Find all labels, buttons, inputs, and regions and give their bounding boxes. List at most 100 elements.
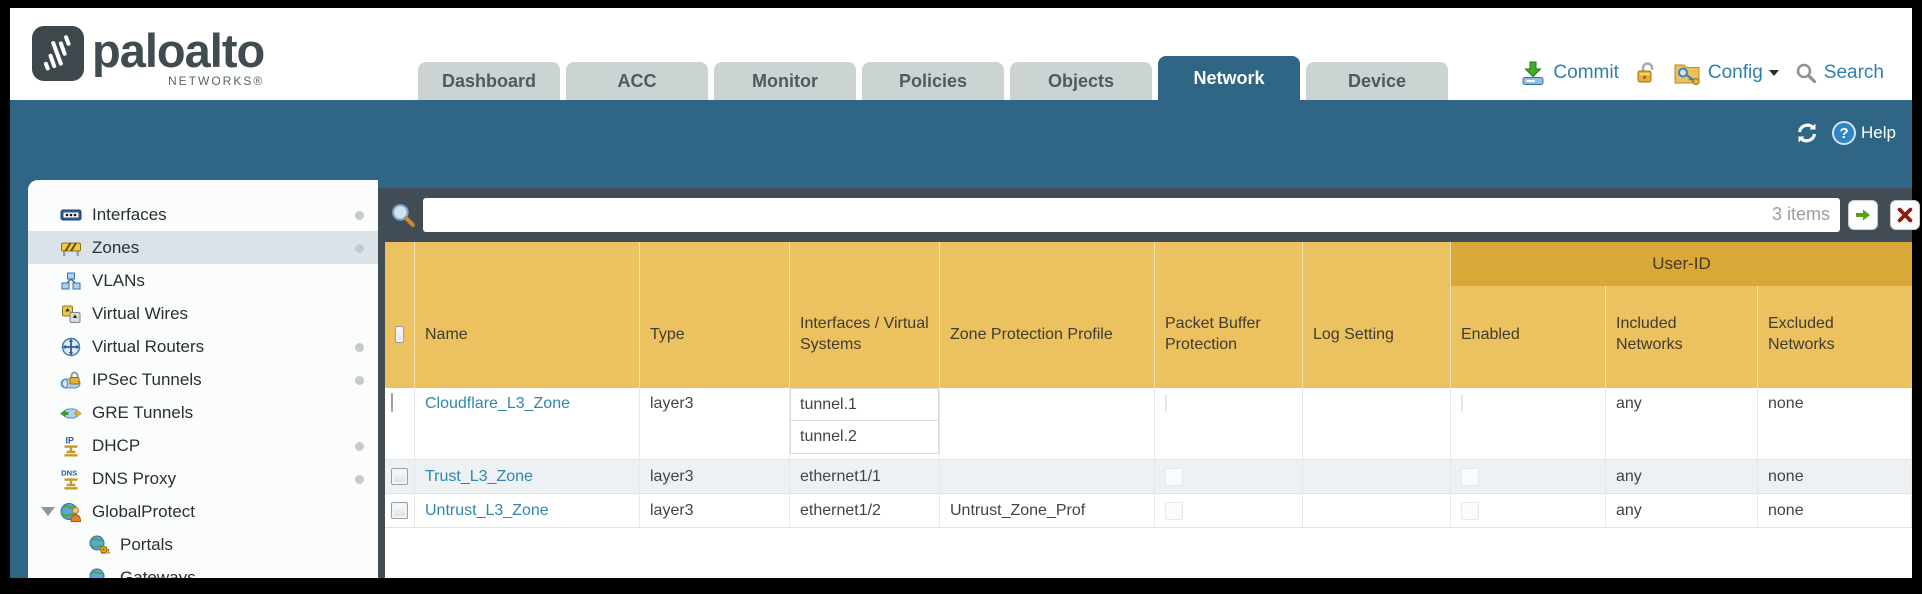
select-all-checkbox[interactable]	[395, 325, 404, 343]
expand-arrow-icon[interactable]	[38, 507, 58, 516]
filter-input[interactable]	[423, 198, 1840, 232]
tab-monitor[interactable]: Monitor	[714, 62, 856, 100]
sidebar-item-label: DHCP	[92, 435, 141, 455]
row-checkbox[interactable]	[391, 502, 408, 519]
column-header-interfaces[interactable]: Interfaces / Virtual Systems	[790, 242, 940, 388]
table-row: Untrust_L3_Zone layer3 ethernet1/2 Untru…	[385, 494, 1912, 528]
packet-buffer-checkbox[interactable]	[1165, 501, 1183, 520]
config-menu-button[interactable]: Config	[1707, 62, 1763, 83]
column-header-excluded-networks[interactable]: Excluded Networks	[1768, 315, 1835, 353]
content-left-divider	[378, 188, 385, 578]
tab-dashboard[interactable]: Dashboard	[418, 62, 560, 100]
excluded-networks: none	[1758, 460, 1912, 493]
zone-interfaces: ethernet1/2	[790, 494, 940, 527]
zone-name-link[interactable]: Trust_L3_Zone	[425, 467, 533, 485]
interface-item: tunnel.1	[790, 388, 939, 421]
search-icon	[1796, 63, 1816, 84]
brand-name: paloalto	[92, 24, 265, 77]
filter-toolbar: 3 items	[378, 188, 1920, 242]
sidebar-item-label: GlobalProtect	[92, 501, 195, 521]
clear-filter-button[interactable]	[1890, 200, 1920, 230]
log-setting	[1303, 460, 1451, 493]
top-bar: paloalto NETWORKS® Dashboard ACC Monitor…	[10, 8, 1912, 100]
tab-network[interactable]: Network	[1158, 56, 1300, 100]
sidebar-item-portals[interactable]: Portals	[28, 528, 378, 561]
zone-protection-profile: Untrust_Zone_Prof	[940, 494, 1155, 527]
sidebar-item-gateways[interactable]: Gateways	[28, 561, 378, 578]
zone-type: layer3	[640, 388, 790, 459]
apply-filter-button[interactable]	[1848, 200, 1878, 230]
vlans-icon	[58, 271, 84, 291]
refresh-icon[interactable]	[1794, 120, 1820, 146]
commit-button[interactable]: Commit	[1553, 62, 1619, 83]
status-dot	[355, 442, 364, 451]
commit-icon	[1522, 61, 1544, 85]
tab-objects[interactable]: Objects	[1010, 62, 1152, 100]
row-checkbox[interactable]	[391, 393, 393, 412]
column-header-packet-buffer-protection[interactable]: Packet Buffer Protection	[1155, 242, 1303, 388]
ipsec-tunnels-icon	[58, 370, 84, 390]
filter-search-icon	[392, 204, 415, 227]
sidebar-item-label: GRE Tunnels	[92, 402, 194, 422]
sidebar-item-globalprotect[interactable]: GlobalProtect	[28, 495, 378, 528]
search-button[interactable]: Search	[1823, 62, 1884, 83]
column-header-enabled[interactable]: Enabled	[1451, 242, 1606, 388]
included-networks: any	[1606, 494, 1758, 527]
items-count: 3 items	[1771, 204, 1830, 224]
tab-device[interactable]: Device	[1306, 62, 1448, 100]
row-checkbox[interactable]	[391, 468, 408, 485]
table-row: Trust_L3_Zone layer3 ethernet1/1 any non…	[385, 460, 1912, 494]
lock-icon[interactable]	[1635, 60, 1657, 86]
packet-buffer-checkbox[interactable]	[1165, 467, 1183, 486]
page-background: paloalto NETWORKS® Dashboard ACC Monitor…	[10, 8, 1920, 578]
column-header-zone-protection-profile[interactable]: Zone Protection Profile	[940, 242, 1155, 388]
virtual-wires-icon	[58, 304, 84, 324]
sidebar-item-zones[interactable]: Zones	[28, 231, 378, 264]
filter-field: 3 items	[423, 198, 1840, 232]
user-id-enabled-checkbox[interactable]	[1461, 394, 1463, 413]
sidebar-item-gre-tunnels[interactable]: GRE Tunnels	[28, 396, 378, 429]
sidebar-item-virtual-routers[interactable]: Virtual Routers	[28, 330, 378, 363]
tab-policies[interactable]: Policies	[862, 62, 1004, 100]
excluded-networks: none	[1758, 388, 1912, 459]
config-icon	[1674, 64, 1700, 85]
dhcp-icon: IP	[58, 434, 84, 458]
user-id-enabled-checkbox[interactable]	[1461, 467, 1479, 486]
user-id-enabled-checkbox[interactable]	[1461, 501, 1479, 520]
zone-protection-profile	[940, 460, 1155, 493]
status-dot	[355, 376, 364, 385]
sidebar-item-virtual-wires[interactable]: Virtual Wires	[28, 297, 378, 330]
status-dot	[355, 211, 364, 220]
packet-buffer-checkbox[interactable]	[1165, 394, 1167, 413]
paloalto-logo-icon	[32, 26, 84, 81]
gateways-icon	[86, 568, 112, 578]
zone-interfaces: ethernet1/1	[790, 460, 940, 493]
sidebar-item-label: Zones	[92, 237, 140, 257]
sidebar-item-dhcp[interactable]: IP DHCP	[28, 429, 378, 462]
column-header-included-networks[interactable]: Included Networks	[1606, 242, 1758, 388]
log-setting	[1303, 388, 1451, 459]
zones-table-header: Name Type Interfaces / Virtual Systems Z…	[385, 242, 1912, 388]
sidebar-item-vlans[interactable]: VLANs	[28, 264, 378, 297]
tab-acc[interactable]: ACC	[566, 62, 708, 100]
column-header-name[interactable]: Name	[415, 242, 640, 388]
sidebar-item-dns-proxy[interactable]: DNS DNS Proxy	[28, 462, 378, 495]
paloalto-logo: paloalto NETWORKS®	[32, 24, 265, 88]
column-header-log-setting[interactable]: Log Setting	[1303, 242, 1451, 388]
sidebar-item-label: Virtual Wires	[92, 303, 189, 323]
column-header-type[interactable]: Type	[640, 242, 790, 388]
select-all-cell	[385, 242, 415, 388]
sidebar-item-ipsec-tunnels[interactable]: IPSec Tunnels	[28, 363, 378, 396]
portals-icon	[86, 535, 112, 555]
zone-type: layer3	[640, 494, 790, 527]
zone-name-link[interactable]: Cloudflare_L3_Zone	[425, 395, 570, 412]
sidebar-item-label: DNS Proxy	[92, 468, 177, 488]
gre-tunnels-icon	[58, 403, 84, 423]
sidebar-item-interfaces[interactable]: Interfaces	[28, 198, 378, 231]
zone-name-link[interactable]: Untrust_L3_Zone	[425, 501, 549, 519]
included-networks: any	[1606, 388, 1758, 459]
table-row: Cloudflare_L3_Zone layer3 tunnel.1 tunne…	[385, 388, 1912, 460]
zones-table-body: Cloudflare_L3_Zone layer3 tunnel.1 tunne…	[385, 388, 1912, 528]
help-button[interactable]: ? Help	[1832, 121, 1896, 145]
brand-subtitle: NETWORKS®	[168, 74, 265, 88]
